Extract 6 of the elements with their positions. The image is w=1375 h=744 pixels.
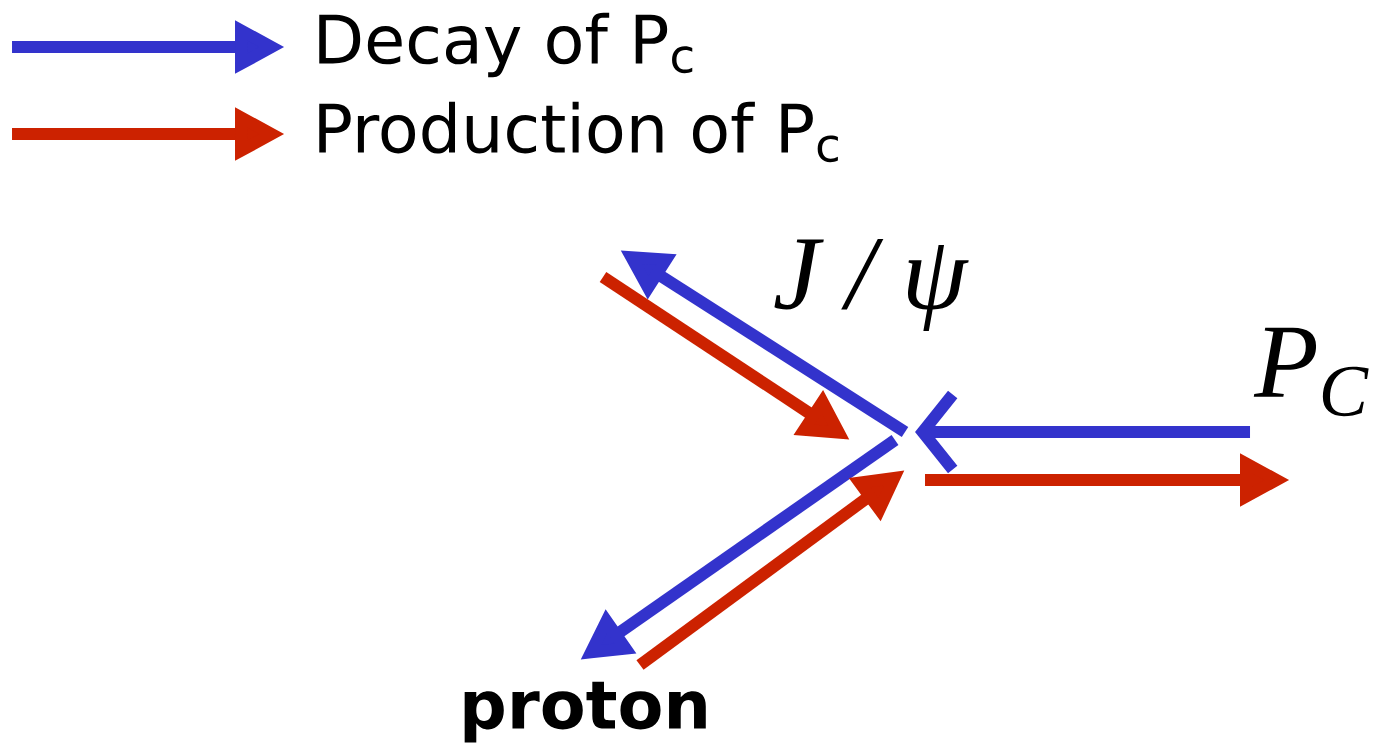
particle-label: proton	[464, 681, 706, 743]
particle-label: P$_{C}$	[1253, 327, 1369, 417]
legend-label: Production of P$_{c}$	[319, 101, 838, 163]
arrow	[915, 390, 1250, 474]
legend-label: Decay of P$_{c}$	[319, 12, 693, 78]
particle-label: J / ψ	[774, 239, 969, 331]
